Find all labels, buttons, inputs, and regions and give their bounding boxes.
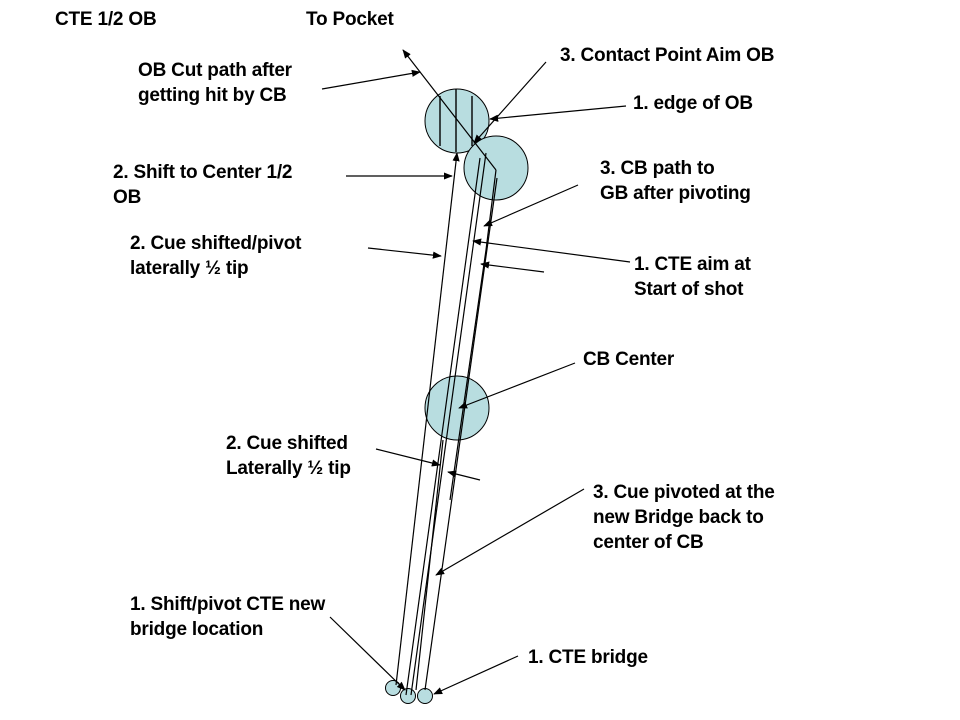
- cb-path-after-pivot-line: [449, 169, 497, 501]
- callout-cue-pivoted: [435, 488, 585, 576]
- cue-line-half-ob: [395, 152, 460, 686]
- label-cte-half-ob: CTE 1/2 OB: [55, 9, 157, 30]
- label-cue-pivoted-bridge: 3. Cue pivoted at the new Bridge back to…: [593, 482, 775, 553]
- callout-cte-bridge: [433, 655, 519, 695]
- label-cte-aim-start: 1. CTE aim at Start of shot: [634, 254, 751, 300]
- ghost-ball: [463, 135, 529, 201]
- callout-shift-pivot-bridge: [329, 616, 406, 691]
- bridge-marker-cte: [417, 688, 433, 704]
- cue-line-cte-bridge: [424, 177, 498, 691]
- cue-line-shifted: [415, 439, 444, 691]
- label-cb-center: CB Center: [583, 349, 675, 370]
- label-cte-bridge: 1. CTE bridge: [528, 647, 648, 668]
- callout-cue-shifted-pivot: [367, 247, 442, 259]
- callout-cue-shifted-lateral: [375, 448, 441, 467]
- callout-cb-center: [458, 362, 576, 409]
- label-shift-to-center: 2. Shift to Center 1/2 OB: [113, 162, 293, 208]
- label-cue-shifted-lateral: 2. Cue shifted Laterally ½ tip: [226, 433, 351, 479]
- callout-ob-cut-path: [321, 69, 421, 90]
- label-cue-shifted-pivot: 2. Cue shifted/pivot laterally ½ tip: [130, 233, 302, 279]
- label-contact-point-aim: 3. Contact Point Aim OB: [560, 45, 775, 66]
- bridge-marker-pivot: [400, 688, 416, 704]
- callout-edge-of-ob: [489, 105, 627, 122]
- callout-cue-shifted-lateral-2: [447, 470, 481, 481]
- label-cb-path-to-gb: 3. CB path to GB after pivoting: [600, 158, 751, 204]
- callout-contact-point: [473, 61, 547, 144]
- label-ob-cut-path: OB Cut path after getting hit by CB: [138, 60, 292, 106]
- callout-cte-aim-start-2: [480, 261, 545, 273]
- callout-cb-path-to-gb: [483, 184, 579, 227]
- label-shift-pivot-bridge: 1. Shift/pivot CTE new bridge location: [130, 594, 326, 640]
- cue-line-pivoted: [405, 157, 481, 696]
- label-edge-of-ob: 1. edge of OB: [633, 93, 753, 114]
- callout-cte-aim-start: [472, 238, 631, 263]
- cue-ball: [424, 375, 490, 441]
- label-to-pocket: To Pocket: [306, 9, 394, 30]
